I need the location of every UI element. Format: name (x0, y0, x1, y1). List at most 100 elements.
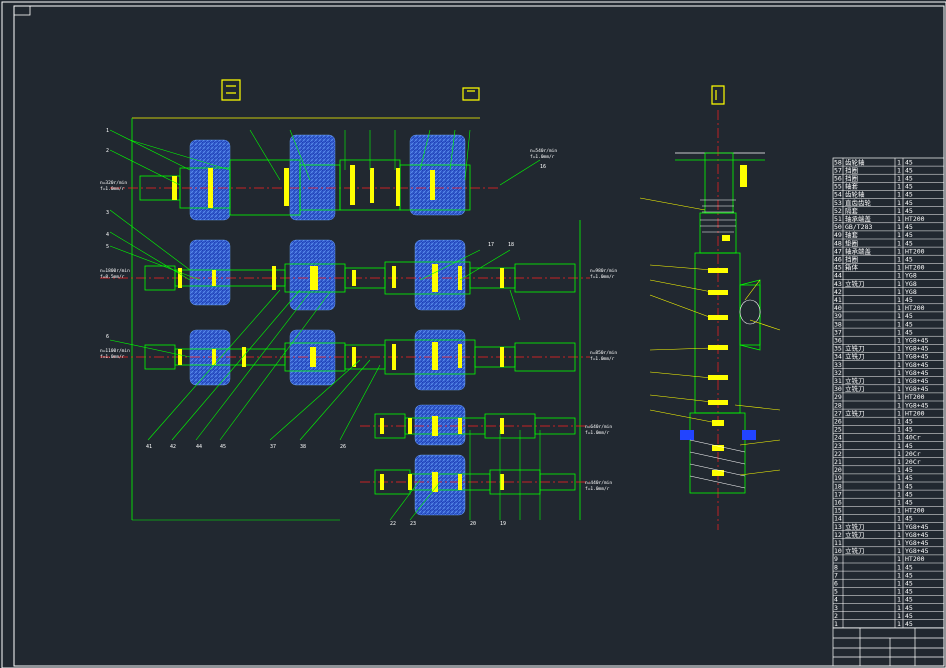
main-gearbox-assembly: n=1800r/minf=8.5mm/rn=1100r/minf=1.0mm/r… (100, 117, 617, 527)
table-cell-no: 37 (834, 328, 842, 336)
table-cell-material: HT200 (905, 215, 925, 223)
table-cell-qty: 1 (897, 256, 901, 264)
leader-line (749, 319, 781, 331)
gear-block (189, 329, 231, 386)
table-cell-name: 箱体 (845, 263, 859, 272)
spacer-ring (272, 266, 276, 290)
speed-note: n=640r/min (585, 424, 612, 430)
table-cell-no: 40 (834, 304, 842, 312)
table-cell-qty: 1 (897, 337, 901, 345)
leader-line (109, 209, 191, 271)
table-cell-no: 58 (834, 158, 842, 166)
table-cell-qty: 1 (897, 531, 901, 539)
table-cell-no: 33 (834, 361, 842, 369)
spacer-ring (380, 418, 384, 434)
table-cell-qty: 1 (897, 385, 901, 393)
table-cell-no: 31 (834, 377, 842, 385)
table-cell-qty: 1 (897, 288, 901, 296)
table-cell-material: YG8+45 (905, 377, 929, 385)
leader-line (419, 129, 431, 171)
part-number: 37 (270, 444, 276, 450)
table-cell-qty: 1 (897, 515, 901, 523)
table-cell-no: 45 (834, 264, 842, 272)
table-cell-no: 44 (834, 272, 842, 280)
table-cell-no: 35 (834, 345, 842, 353)
leader-line (649, 409, 713, 423)
table-cell-qty: 1 (897, 353, 901, 361)
table-cell-no: 1 (834, 620, 838, 628)
spacer-ring (396, 168, 400, 206)
spacer-ring (310, 347, 316, 367)
leader-line (249, 129, 281, 181)
spacer-ring (432, 416, 438, 436)
leader-line (109, 129, 191, 171)
gear-block (414, 404, 466, 446)
part-number: 2 (106, 148, 109, 154)
table-cell-no: 43 (834, 280, 842, 288)
part-number: 3 (106, 210, 109, 216)
section-mark-a (221, 79, 241, 101)
spacer-ring (432, 472, 438, 492)
table-cell-qty: 1 (897, 345, 901, 353)
leader-line (639, 197, 706, 211)
table-cell-no: 20 (834, 466, 842, 474)
spacer-ring (500, 418, 504, 434)
table-cell-qty: 1 (897, 328, 901, 336)
table-cell-qty: 1 (897, 612, 901, 620)
table-cell-material: 45 (905, 604, 913, 612)
part-number: 6 (106, 334, 109, 340)
leader-line (649, 394, 713, 403)
table-cell-material: HT200 (905, 393, 925, 401)
spacer-ring (242, 347, 246, 367)
table-cell-no: 38 (834, 320, 842, 328)
table-cell-name: 立铣刀 (845, 279, 865, 288)
table-cell-no: 2 (834, 612, 838, 620)
table-cell-qty: 1 (897, 361, 901, 369)
table-cell-no: 3 (834, 604, 838, 612)
speed-note: n=850r/min (590, 350, 617, 356)
spindle-head-assembly (639, 110, 781, 530)
feed-note: f=1.0mm/r (585, 430, 610, 436)
table-cell-qty: 1 (897, 247, 901, 255)
table-cell-name: 轴套 (845, 182, 859, 191)
speed-note: n=540r/min (530, 148, 557, 154)
table-cell-no: 30 (834, 385, 842, 393)
table-cell-qty: 1 (897, 596, 901, 604)
part-number: 19 (500, 521, 506, 527)
table-cell-material: 45 (905, 199, 913, 207)
spacer-ring (370, 168, 374, 203)
table-cell-material: 45 (905, 158, 913, 166)
gear-block (189, 239, 231, 306)
table-cell-qty: 1 (897, 571, 901, 579)
spacer-ring (500, 347, 504, 367)
spacer-ring (178, 349, 182, 365)
table-cell-material: YG8 (905, 288, 917, 296)
spacer-ring (458, 418, 462, 434)
speed-note: n=440r/min (585, 480, 612, 486)
table-cell-no: 28 (834, 401, 842, 409)
table-cell-material: 20Cr (905, 450, 921, 458)
table-cell-material: YG8+45 (905, 531, 929, 539)
table-cell-name: 垫圈 (845, 238, 858, 247)
table-cell-material: YG8+45 (905, 385, 929, 393)
table-cell-name: GB/T283 (845, 223, 872, 231)
table-cell-material: HT200 (905, 555, 925, 563)
table-cell-material: YG8+45 (905, 353, 929, 361)
table-cell-qty: 1 (897, 563, 901, 571)
table-cell-no: 51 (834, 215, 842, 223)
spacer-ring (212, 349, 216, 365)
speed-note: n=980r/min (590, 268, 617, 274)
table-cell-no: 50 (834, 223, 842, 231)
table-cell-material: 45 (905, 296, 913, 304)
part-number: 38 (300, 444, 306, 450)
table-cell-qty: 1 (897, 490, 901, 498)
table-cell-material: 45 (905, 482, 913, 490)
gear-block (289, 134, 336, 221)
leader-line (109, 231, 191, 281)
table-cell-no: 55 (834, 183, 842, 191)
leader-line (419, 249, 481, 281)
table-cell-qty: 1 (897, 393, 901, 401)
table-cell-qty: 1 (897, 183, 901, 191)
gear-block (414, 329, 466, 391)
